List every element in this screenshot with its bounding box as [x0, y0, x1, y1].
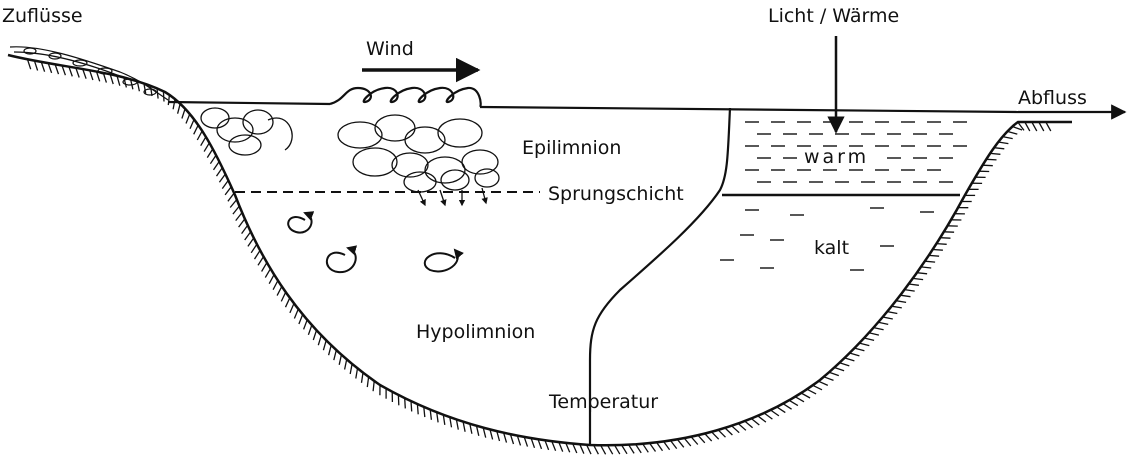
- outflow-label: Abfluss: [1018, 87, 1087, 109]
- light-heat-label: Licht / Wärme: [768, 5, 899, 27]
- temperature-label: Temperatur: [548, 391, 658, 413]
- lake-basin-outline: [8, 55, 1072, 445]
- water-surface-right: [480, 107, 1018, 112]
- hypolimnion-label: Hypolimnion: [416, 321, 535, 343]
- epilimnion-label: Epilimnion: [522, 137, 621, 159]
- wind-waves: [330, 88, 481, 107]
- warm-label: warm: [804, 146, 869, 168]
- water-surface: [168, 102, 330, 104]
- thermocline-label: Sprungschicht: [548, 183, 684, 205]
- circulation-swirls: [288, 213, 458, 272]
- inflow-label: Zuflüsse: [2, 5, 83, 27]
- wind-label: Wind: [366, 38, 414, 60]
- cold-label: kalt: [814, 237, 849, 259]
- mixing-turbulence: [201, 108, 499, 205]
- shore-hatching: [28, 59, 1051, 454]
- inflow-sediment: [10, 47, 168, 100]
